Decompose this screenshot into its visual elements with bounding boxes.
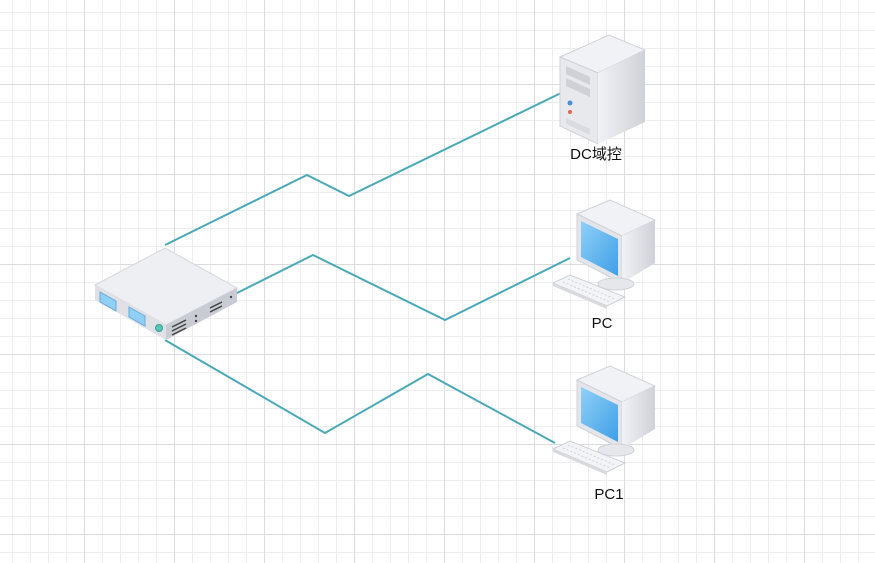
server-tower-icon[interactable] [558,34,647,145]
link-switch-pc1 [164,339,556,444]
switch-icon[interactable] [93,247,239,340]
node-label-pc: PC [592,315,613,332]
node-label-pc1: PC1 [594,486,623,503]
link-switch-dc [164,92,562,246]
desktop-computer-icon[interactable] [551,199,657,309]
desktop-computer-icon[interactable] [551,365,657,475]
link-switch-pc [234,253,571,322]
node-label-dc: DC域控 [570,146,622,163]
